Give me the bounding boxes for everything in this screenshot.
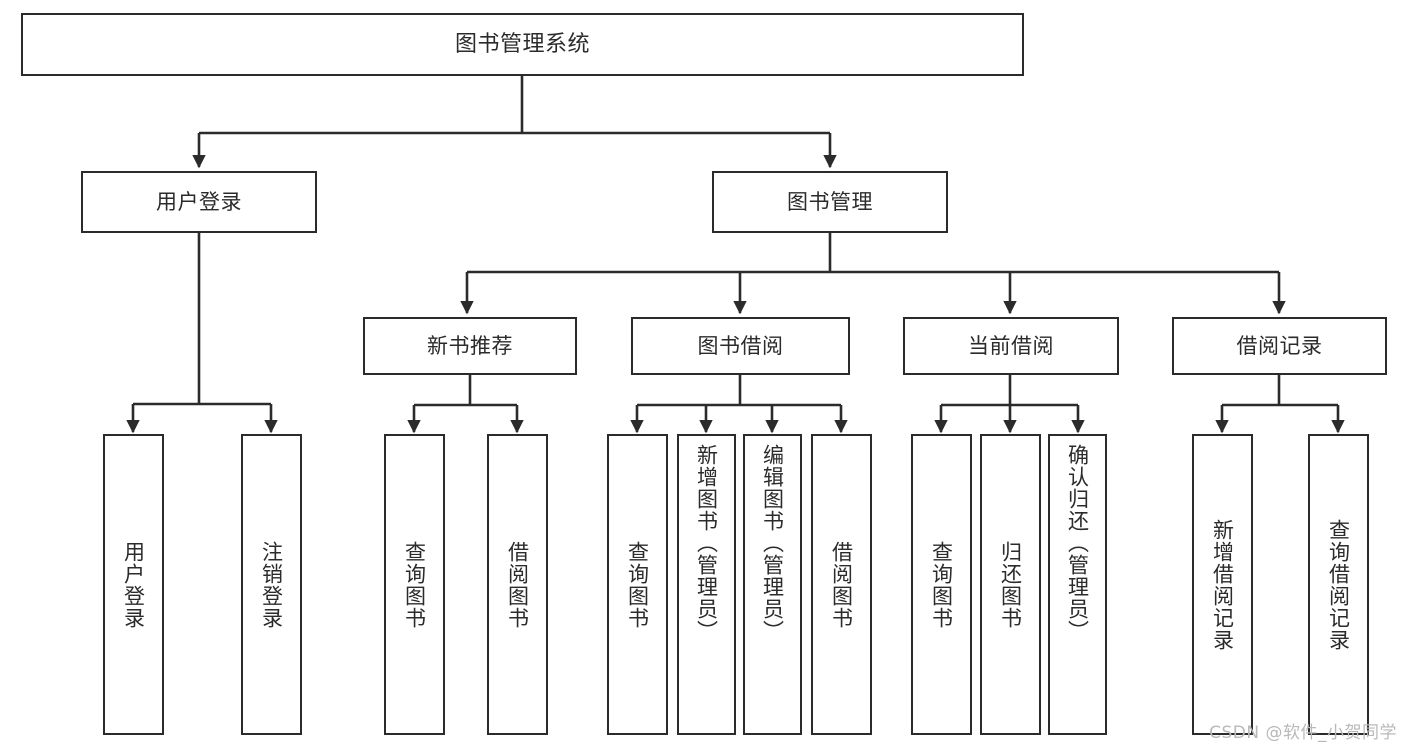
node-label: 借阅图书 bbox=[829, 540, 854, 629]
node-leaf-confirm-return[interactable]: 确认归还（管理员） bbox=[1048, 434, 1107, 735]
node-book-manage[interactable]: 图书管理 bbox=[712, 171, 948, 233]
node-user-login[interactable]: 用户登录 bbox=[81, 171, 317, 233]
node-leaf-logout[interactable]: 注销登录 bbox=[241, 434, 302, 735]
node-label: 查询图书 bbox=[929, 540, 954, 629]
node-leaf-user-login[interactable]: 用户登录 bbox=[103, 434, 164, 735]
node-label: 查询图书 bbox=[402, 540, 427, 629]
node-label: 查询借阅记录 bbox=[1326, 518, 1351, 651]
node-leaf-query-book-b[interactable]: 查询图书 bbox=[607, 434, 668, 735]
node-label: 当前借阅 bbox=[968, 333, 1054, 358]
node-label: 新增借阅记录 bbox=[1210, 518, 1235, 651]
node-borrow-record[interactable]: 借阅记录 bbox=[1172, 317, 1387, 375]
node-new-book-recommend[interactable]: 新书推荐 bbox=[363, 317, 577, 375]
node-leaf-query-record[interactable]: 查询借阅记录 bbox=[1308, 434, 1369, 735]
node-leaf-borrow-book-a[interactable]: 借阅图书 bbox=[487, 434, 548, 735]
node-label: 注销登录 bbox=[259, 540, 284, 629]
node-leaf-borrow-book-b[interactable]: 借阅图书 bbox=[811, 434, 872, 735]
node-root-system[interactable]: 图书管理系统 bbox=[21, 13, 1024, 76]
node-label: 归还图书 bbox=[998, 540, 1023, 629]
node-leaf-return-book[interactable]: 归还图书 bbox=[980, 434, 1041, 735]
node-label: 新书推荐 bbox=[427, 333, 513, 358]
node-label: 查询图书 bbox=[625, 540, 650, 629]
node-label: 图书借阅 bbox=[697, 333, 784, 358]
node-label: 用户登录 bbox=[121, 540, 146, 629]
node-book-borrow[interactable]: 图书借阅 bbox=[631, 317, 850, 375]
node-label: 借阅记录 bbox=[1236, 333, 1323, 358]
node-label: 新增图书（管理员） bbox=[694, 444, 719, 642]
node-label: 图书管理系统 bbox=[454, 31, 590, 57]
node-current-borrow[interactable]: 当前借阅 bbox=[903, 317, 1119, 375]
node-label: 图书管理 bbox=[787, 189, 873, 214]
node-label: 确认归还（管理员） bbox=[1065, 444, 1090, 642]
node-leaf-query-book-c[interactable]: 查询图书 bbox=[911, 434, 972, 735]
node-leaf-edit-book[interactable]: 编辑图书（管理员） bbox=[743, 434, 802, 735]
node-label: 用户登录 bbox=[156, 189, 242, 214]
node-leaf-query-book-a[interactable]: 查询图书 bbox=[384, 434, 445, 735]
csdn-watermark: CSDN @软件_小贺同学 bbox=[1209, 723, 1397, 743]
node-label: 借阅图书 bbox=[505, 540, 530, 629]
node-label: 编辑图书（管理员） bbox=[760, 444, 785, 642]
node-leaf-add-book[interactable]: 新增图书（管理员） bbox=[677, 434, 736, 735]
node-leaf-add-record[interactable]: 新增借阅记录 bbox=[1192, 434, 1253, 735]
